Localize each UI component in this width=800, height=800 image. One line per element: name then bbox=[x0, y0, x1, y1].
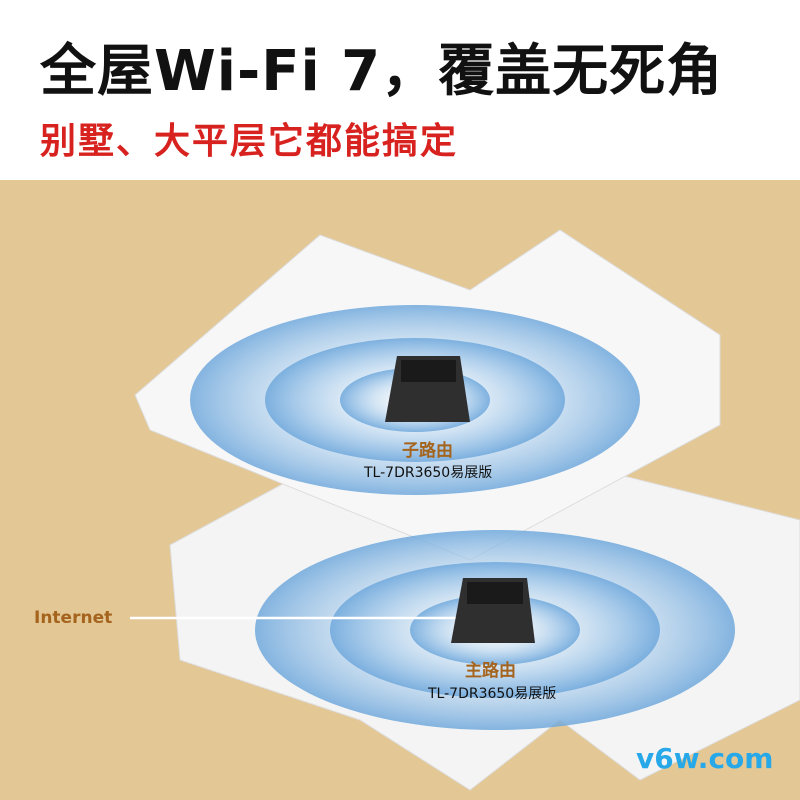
page-title: 全屋Wi-Fi 7，覆盖无死角 bbox=[40, 39, 724, 104]
internet-label: Internet bbox=[34, 608, 113, 628]
main-router-label: 主路由 bbox=[465, 661, 516, 681]
main-router-model: TL-7DR3650易展版 bbox=[428, 686, 557, 702]
sub-router-device bbox=[385, 356, 470, 422]
header: 全屋Wi-Fi 7，覆盖无死角 别墅、大平层它都能搞定 bbox=[0, 0, 800, 180]
sub-router-label: 子路由 bbox=[402, 441, 453, 461]
main-router-device bbox=[451, 578, 535, 643]
sub-router-model: TL-7DR3650易展版 bbox=[364, 465, 493, 481]
page-subtitle: 别墅、大平层它都能搞定 bbox=[40, 121, 459, 162]
watermark: v6w.com bbox=[636, 742, 774, 775]
